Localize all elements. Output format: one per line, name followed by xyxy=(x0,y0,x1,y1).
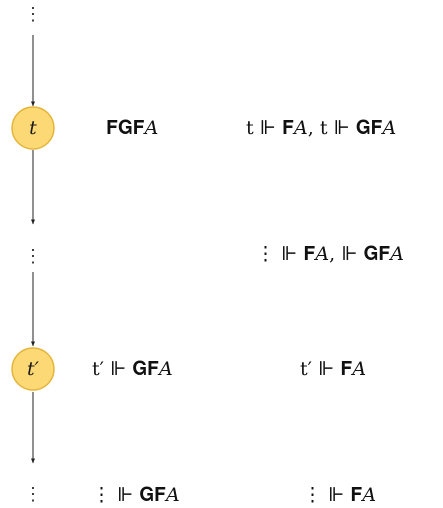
ellipsis-bottom: ⋮ xyxy=(24,484,42,505)
formula-row3-col2: t′ ⊩ 𝐅𝐴 xyxy=(300,358,367,380)
formula-row2-col2: ⋮ ⊩ 𝐅𝐴, ⊩ 𝐆𝐅𝐴 xyxy=(256,243,404,265)
node-t-prime-circle xyxy=(11,347,55,391)
ellipsis-top: ⋮ xyxy=(24,4,42,25)
node-t: t xyxy=(11,106,55,150)
node-t-prime-label: t′ xyxy=(27,358,40,380)
formula-row4-col2: ⋮ ⊩ 𝐅𝐴 xyxy=(303,484,377,506)
node-t-circle xyxy=(11,106,55,150)
formula-row4-col1: ⋮ ⊩ 𝐆𝐅𝐴 xyxy=(92,484,180,506)
formula-row1-col2: t ⊩ 𝐅𝐴, t ⊩ 𝐆𝐅𝐴 xyxy=(246,117,397,139)
formula-row3-col1: t′ ⊩ 𝐆𝐅𝐴 xyxy=(92,358,173,380)
formula-row1-col1: 𝐅𝐆𝐅𝐴 xyxy=(106,117,159,139)
node-t-label: t xyxy=(29,117,37,139)
node-t-prime: t′ xyxy=(11,347,55,391)
ellipsis-middle: ⋮ xyxy=(24,246,42,267)
